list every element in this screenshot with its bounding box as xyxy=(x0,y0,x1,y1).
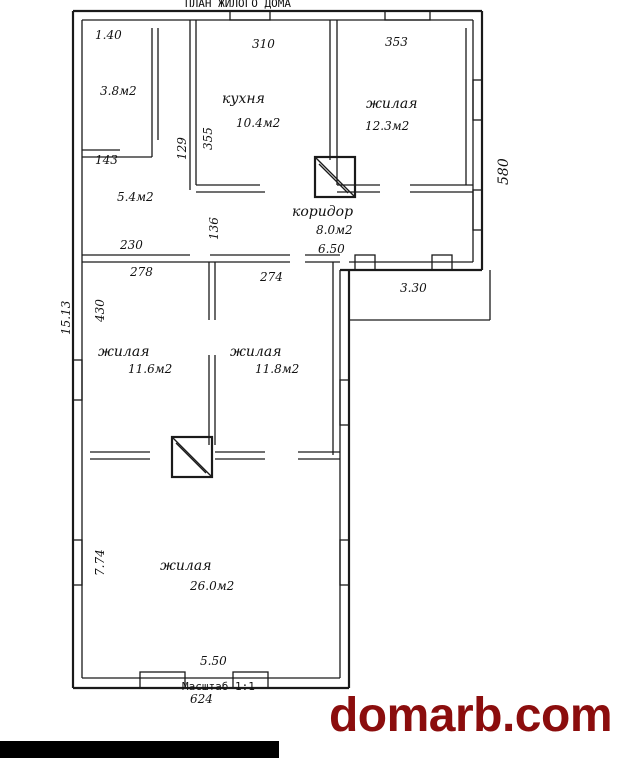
interior-walls xyxy=(82,20,473,460)
dimension-label: 353 xyxy=(385,35,408,49)
dimension-label: 6.50 xyxy=(318,242,345,256)
room-area-kitchen: 10.4м2 xyxy=(236,116,280,130)
dimension-label: 1.40 xyxy=(95,28,122,42)
dimension-label: 5.50 xyxy=(200,654,227,668)
black-bar xyxy=(0,741,279,758)
room-area-living-big: 26.0м2 xyxy=(189,579,234,593)
room-name-living-mid: жилая xyxy=(230,344,281,360)
room-area-living-w: 11.6м2 xyxy=(128,362,172,376)
room-name-kitchen: кухня xyxy=(222,91,265,107)
dimension-label: 310 xyxy=(252,37,275,51)
dimension-label: 15.13 xyxy=(59,300,73,335)
dimension-label: 580 xyxy=(496,158,512,185)
plan-title: ПЛАН ЖИЛОГО ДОМА xyxy=(185,0,291,10)
room-area-corridor: 8.0м2 xyxy=(316,223,353,237)
room-area-small: 5.4м2 xyxy=(117,190,154,204)
stove-icon xyxy=(313,155,357,199)
dimension-label: 129 xyxy=(175,137,189,160)
dimension-label: 143 xyxy=(95,153,118,167)
dimension-label: 274 xyxy=(259,270,283,284)
room-name-corridor: коридор xyxy=(292,204,353,220)
dimension-label: 624 xyxy=(190,692,213,706)
room-area-living-mid: 11.8м2 xyxy=(255,362,299,376)
room-area-living-ne: 12.3м2 xyxy=(365,119,409,133)
dimension-label: 278 xyxy=(129,265,153,279)
room-name-living-w: жилая xyxy=(98,344,149,360)
dimension-label: 355 xyxy=(201,127,215,150)
scale-label: Масштаб 1:1 xyxy=(182,680,255,693)
room-area-storage: 3.8м2 xyxy=(100,84,137,98)
dimension-label: 3.30 xyxy=(400,281,427,295)
room-name-living-ne: жилая xyxy=(366,96,417,112)
watermark-logo: domarb.com xyxy=(328,689,613,742)
room-name-living-big: жилая xyxy=(160,558,211,574)
dimension-label: 230 xyxy=(119,238,143,252)
dimension-label: 7.74 xyxy=(93,549,107,576)
dimension-label: 136 xyxy=(207,217,221,240)
stove-icon xyxy=(170,435,214,479)
dimension-label: 430 xyxy=(93,299,107,323)
windows xyxy=(72,10,483,689)
